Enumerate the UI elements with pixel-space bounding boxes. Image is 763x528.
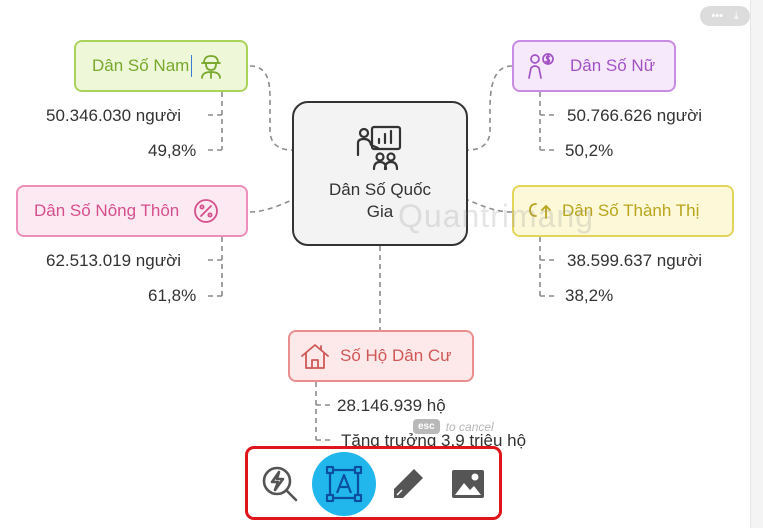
download-icon: ⤓ [733,9,739,22]
node-household[interactable]: Số Hộ Dân Cư [288,330,474,382]
quick-search-tool[interactable] [252,456,308,512]
presentation-icon [356,125,402,171]
household-count: 28.146.939 hộ [337,396,446,415]
pen-icon [394,469,423,498]
node-male-population[interactable]: Dân Số Nam [74,40,248,92]
node-household-label: Số Hộ Dân Cư [340,346,452,365]
woman-money-icon [526,52,556,80]
node-female-label: Dân Số Nữ [570,56,656,75]
center-title: Dân Số Quốc Gia [328,180,432,221]
cancel-hint: esc to cancel [413,419,494,434]
female-percent: 50,2% [565,141,614,160]
center-node[interactable]: Dân Số Quốc Gia [292,101,468,246]
node-female-population[interactable]: Dân Số Nữ [512,40,676,92]
rural-percent: 61,8% [148,286,197,305]
male-percent: 49,8% [148,141,197,160]
scroll-edge[interactable] [750,0,763,528]
pen-tool[interactable] [380,456,436,512]
male-count: 50.346.030 người [46,106,182,125]
node-urban-population[interactable]: Dân Số Thành Thị [512,185,734,237]
text-cursor [191,55,193,77]
rural-count: 62.513.019 người [46,251,182,270]
node-urban-label: Dân Số Thành Thị [562,201,700,220]
esc-hint-text: to cancel [445,419,494,434]
floating-toolbar [250,452,498,516]
household-growth: Tăng trưởng 3,9 triệu hộ [341,431,527,450]
house-icon [300,342,330,370]
worker-icon [198,53,224,79]
urban-percent: 38,2% [565,286,614,305]
node-rural-population[interactable]: Dân Số Nông Thôn [16,185,248,237]
more-icon: ••• [711,9,723,22]
text-frame-icon [325,465,363,503]
esc-key: esc [413,419,440,434]
urban-count: 38.599.637 người [567,251,703,270]
zap-search-icon [262,466,298,502]
node-male-label: Dân Số Nam [92,56,190,75]
more-options-button[interactable]: ••• ⤓ [700,6,750,26]
growth-icon [528,200,554,222]
image-tool[interactable] [440,456,496,512]
percent-icon [193,198,219,224]
text-tool[interactable] [312,452,376,516]
image-icon [452,470,484,498]
node-rural-label: Dân Số Nông Thôn [34,201,180,220]
female-count: 50.766.626 người [567,106,703,125]
